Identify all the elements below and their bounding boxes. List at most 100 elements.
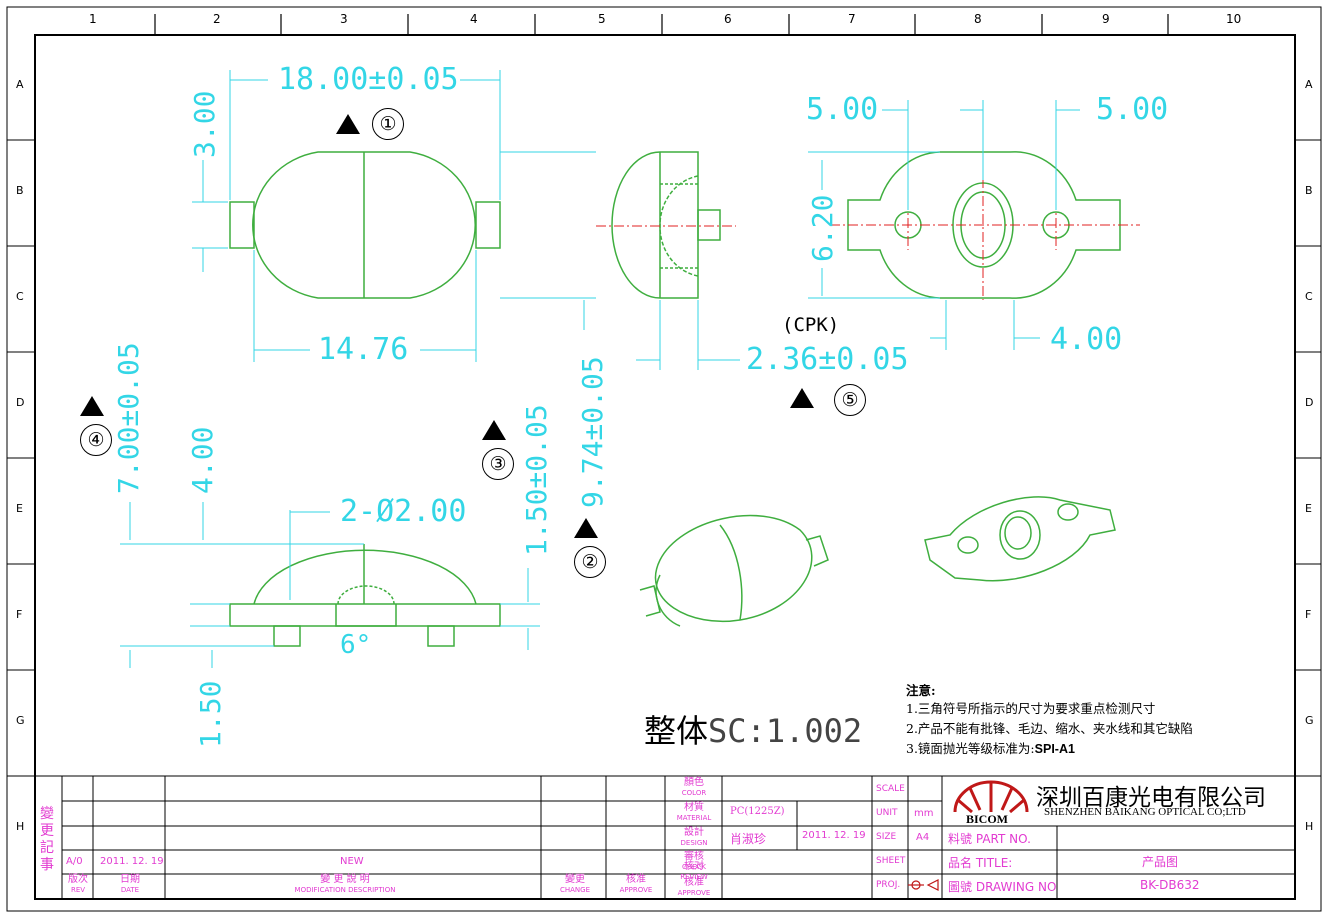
check-label-cn: 審核 — [684, 851, 704, 862]
approve2-label-en: APPROVE — [677, 889, 711, 897]
dim-top-width: 18.00±0.05 — [278, 62, 459, 97]
row-label: C — [16, 290, 24, 303]
dim-right-right: 5.00 — [1096, 92, 1169, 127]
company-name-en: SHENZHEN BAIKANG OPTICAL CO;LTD — [1044, 806, 1246, 818]
dim-front-hole: 2-Ø2.00 — [340, 494, 467, 529]
dim-front-h4: 1.50 — [194, 680, 227, 748]
row-label: C — [1305, 290, 1313, 303]
critical-triangle-icon — [574, 518, 598, 538]
scale-prefix: 整体 — [644, 712, 709, 750]
dim-bottom-width: 14.76 — [318, 332, 409, 367]
col-label: 6 — [724, 12, 732, 26]
col-label: 4 — [470, 12, 478, 26]
logo-text: BICOM — [966, 812, 1008, 826]
dim-top-height: 3.00 — [188, 90, 221, 158]
critical-triangle-icon — [482, 420, 506, 440]
top-view-dims — [192, 70, 501, 362]
row-label: D — [16, 396, 25, 409]
row-label: E — [1305, 502, 1312, 515]
row-label: F — [16, 608, 23, 621]
rev-label-cn: 版次 — [68, 874, 88, 885]
dim-side-height: 9.74±0.05 — [576, 356, 609, 508]
company-name-cn: 深圳百康光电有限公司 — [1036, 785, 1266, 811]
title-block-grid — [35, 775, 1295, 899]
review-label-en: REVIEW — [680, 873, 708, 881]
front-view-dims — [120, 502, 540, 668]
design-label-cn: 設計 — [684, 827, 704, 838]
critical-triangle-icon — [790, 388, 814, 408]
part-no-label-cn: 料號 — [948, 832, 973, 846]
review-label-cn: 核对 — [684, 861, 704, 872]
unit-value: mm — [914, 808, 934, 819]
scale-note: 整体SC:1.002 — [644, 706, 862, 752]
design-label-en: DESIGN — [680, 839, 708, 847]
drawing-border — [34, 34, 1296, 900]
projection-symbol — [908, 879, 939, 891]
desc-value: NEW — [340, 856, 364, 867]
dim-front-h1: 7.00±0.05 — [112, 342, 145, 494]
col-label: 8 — [974, 12, 982, 26]
dim-right-height: 6.20 — [806, 194, 839, 262]
title-value: 产品图 — [1142, 855, 1179, 869]
title-label-en: TITLE: — [975, 856, 1013, 870]
row-label: B — [1305, 184, 1313, 197]
drawing-no-value: BK-DB632 — [1140, 878, 1200, 892]
desc-label-cn: 變 更 說 明 — [320, 874, 370, 885]
col-label: 3 — [340, 12, 348, 26]
revision-side-label: 變更記事 — [40, 806, 54, 873]
drawing-no-label-cn: 圖號 — [948, 880, 973, 894]
right-centerlines — [830, 160, 1140, 300]
right-view-dims — [808, 100, 1080, 350]
scale-label: SCALE — [876, 784, 905, 794]
row-label: H — [1305, 820, 1314, 833]
side-view-dims — [500, 151, 740, 370]
date-label-en: DATE — [120, 886, 140, 894]
col-label: 7 — [848, 12, 856, 26]
side-view — [611, 151, 721, 299]
iso-lens — [639, 514, 829, 627]
critical-triangle-icon — [80, 396, 104, 416]
part-no-label-en: PART NO. — [975, 832, 1031, 846]
col-label: 2 — [213, 12, 221, 26]
scale-value: SC:1.002 — [708, 712, 863, 750]
design-date-value: 2011. 12. 19 — [802, 830, 866, 841]
change-label-en: CHANGE — [559, 886, 591, 894]
iso-holder — [924, 496, 1116, 582]
proj-label: PROJ. — [876, 880, 901, 890]
row-label: H — [16, 820, 25, 833]
bicom-logo — [953, 780, 1029, 814]
row-label: D — [1305, 396, 1314, 409]
dim-front-angle: 6° — [340, 630, 372, 660]
drawing-no-label: 圖號 DRAWING NO — [948, 878, 1056, 895]
size-value: A4 — [916, 832, 930, 843]
row-label: A — [1305, 78, 1313, 91]
marker-5: ⑤ — [834, 384, 866, 416]
column-ticks — [154, 14, 1169, 35]
col-label: 10 — [1226, 12, 1242, 26]
rev-label-en: REV — [70, 886, 86, 894]
top-view — [229, 151, 501, 299]
sheet-label: SHEET — [876, 856, 906, 866]
notes-line-3-prefix: 3.镜面抛光等级标准为: — [906, 741, 1035, 756]
dim-front-h3: 1.50±0.05 — [520, 404, 553, 556]
approve2-label-cn: 核准 — [684, 877, 704, 888]
marker-4: ④ — [80, 424, 112, 456]
approve-label-cn: 核准 — [626, 874, 646, 885]
size-label: SIZE — [876, 832, 897, 842]
row-label: F — [1305, 608, 1312, 621]
row-label: B — [16, 184, 24, 197]
row-label: A — [16, 78, 24, 91]
row-label: G — [16, 714, 25, 727]
row-label: E — [16, 502, 23, 515]
col-label: 9 — [1102, 12, 1110, 26]
dim-right-left: 5.00 — [806, 92, 879, 127]
dim-side-depth: 2.36±0.05 — [746, 342, 909, 377]
notes-line-1: 1.三角符号所指示的尺寸为要求重点检测尺寸 — [906, 701, 1156, 716]
